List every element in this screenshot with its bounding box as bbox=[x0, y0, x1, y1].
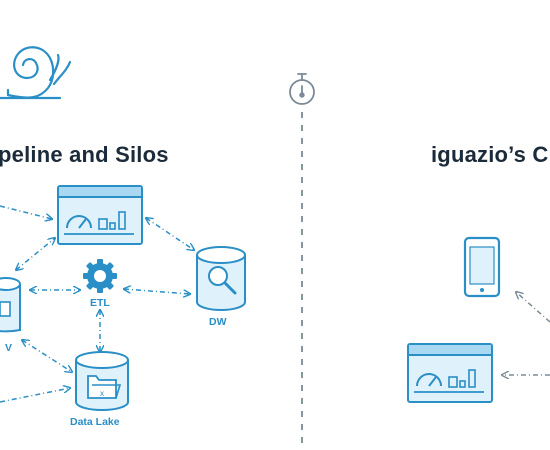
cut-off-label: V bbox=[5, 342, 13, 354]
database-icon bbox=[0, 277, 21, 333]
database-search-icon bbox=[196, 246, 246, 311]
left-connectors bbox=[0, 205, 194, 403]
arrow-dashboard-to-dw bbox=[146, 218, 194, 250]
arrow-from-left-to-lake bbox=[0, 388, 70, 403]
dashboard-window-icon bbox=[57, 185, 143, 245]
arrow-hub-to-phone bbox=[516, 292, 550, 323]
left-section-title: peline and Silos bbox=[0, 142, 169, 167]
arrow-from-left-to-dashboard bbox=[0, 205, 52, 219]
data-lake-label: Data Lake bbox=[70, 416, 120, 428]
snail-icon bbox=[0, 46, 72, 100]
stopwatch-icon bbox=[289, 73, 315, 105]
smartphone-icon bbox=[463, 236, 501, 298]
arrow-db-to-dashboard bbox=[16, 238, 55, 270]
dashboard-window-icon-right bbox=[407, 343, 493, 403]
database-folder-icon: x bbox=[75, 351, 129, 411]
right-connectors bbox=[502, 292, 550, 375]
right-section-title: iguazio’s C bbox=[431, 142, 549, 167]
etl-label: ETL bbox=[90, 297, 110, 309]
arrow-db-to-lake bbox=[22, 340, 72, 372]
svg-text:x: x bbox=[100, 389, 104, 398]
arrow-etl-to-dw bbox=[124, 289, 190, 294]
dw-label: DW bbox=[209, 316, 227, 328]
gear-icon bbox=[83, 259, 117, 293]
